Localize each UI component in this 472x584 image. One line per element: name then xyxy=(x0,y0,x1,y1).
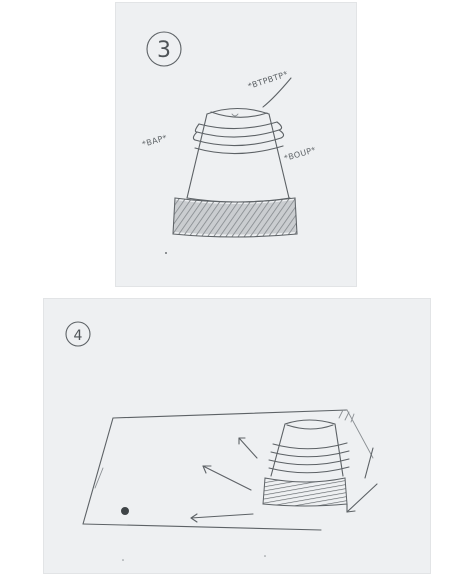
label-right: *BOUP* xyxy=(283,145,317,163)
step-number-badge-3: 3 xyxy=(147,32,181,66)
cup-on-table xyxy=(263,420,349,506)
pencil-dot xyxy=(165,252,167,254)
cup-top-mark xyxy=(232,114,238,116)
cup-base-shaded xyxy=(263,478,347,506)
sketch-top-drawing: 3 *BTPBTP* *BAP* *BOUP* xyxy=(115,2,357,287)
step-number: 4 xyxy=(74,328,83,344)
coil-winding xyxy=(193,122,283,154)
step-number: 3 xyxy=(157,38,171,63)
sketch-sheet-top: 3 *BTPBTP* *BAP* *BOUP* xyxy=(115,2,357,287)
cup-top xyxy=(207,109,269,118)
label-left: *BAP* xyxy=(141,133,168,149)
sketch-sheet-bottom: 4 xyxy=(43,298,431,574)
coin-dot xyxy=(121,507,129,515)
sketch-bottom-drawing: 4 xyxy=(43,298,431,574)
motion-marks xyxy=(339,410,354,422)
cup-body xyxy=(187,114,290,202)
step-number-badge-4: 4 xyxy=(66,322,90,346)
